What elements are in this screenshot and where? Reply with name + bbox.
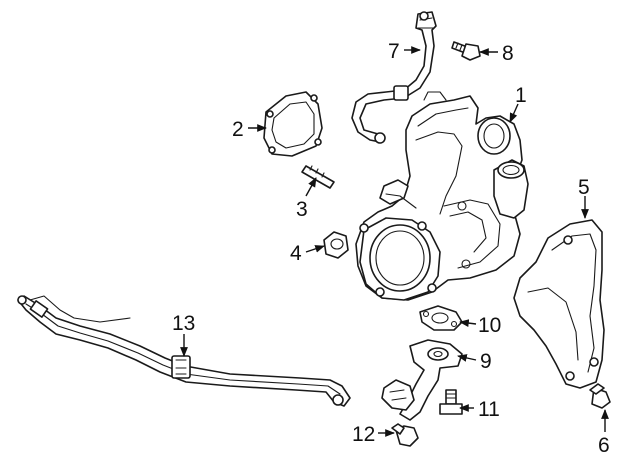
part-9-oil-drain-tube xyxy=(381,339,463,421)
leader-10 xyxy=(459,319,477,327)
callout-8: 8 xyxy=(502,42,514,65)
leader-1 xyxy=(509,103,519,123)
part-5-heat-shield xyxy=(513,219,605,389)
part-1-turbocharger xyxy=(355,91,529,301)
callout-6: 6 xyxy=(598,434,610,457)
part-12-bolt xyxy=(391,423,419,447)
part-2-gasket xyxy=(263,91,323,157)
part-11-bolt xyxy=(439,389,463,415)
part-10-gasket xyxy=(419,305,463,331)
leader-4 xyxy=(305,245,325,253)
part-3-stud xyxy=(301,165,335,189)
part-8-bolt xyxy=(451,41,481,61)
part-13-oil-line xyxy=(17,295,351,407)
part-7-oil-feed-pipe xyxy=(351,11,437,144)
part-4-nut xyxy=(323,231,349,259)
callout-numbers: 1 2 3 4 5 6 7 8 9 10 11 12 13 xyxy=(172,40,610,457)
callout-5: 5 xyxy=(578,176,590,199)
callout-2: 2 xyxy=(232,118,244,141)
callout-7: 7 xyxy=(388,40,400,63)
callout-1: 1 xyxy=(515,84,527,107)
callout-3: 3 xyxy=(296,198,308,221)
callout-10: 10 xyxy=(478,314,501,337)
callout-11: 11 xyxy=(478,398,500,421)
callout-9: 9 xyxy=(480,350,492,373)
part-6-bolt xyxy=(589,383,611,409)
callout-4: 4 xyxy=(290,242,302,265)
leader-9 xyxy=(457,354,477,362)
callout-13: 13 xyxy=(172,312,195,335)
callout-leaders xyxy=(180,46,609,437)
leader-3 xyxy=(305,177,317,197)
callout-12: 12 xyxy=(352,423,375,446)
